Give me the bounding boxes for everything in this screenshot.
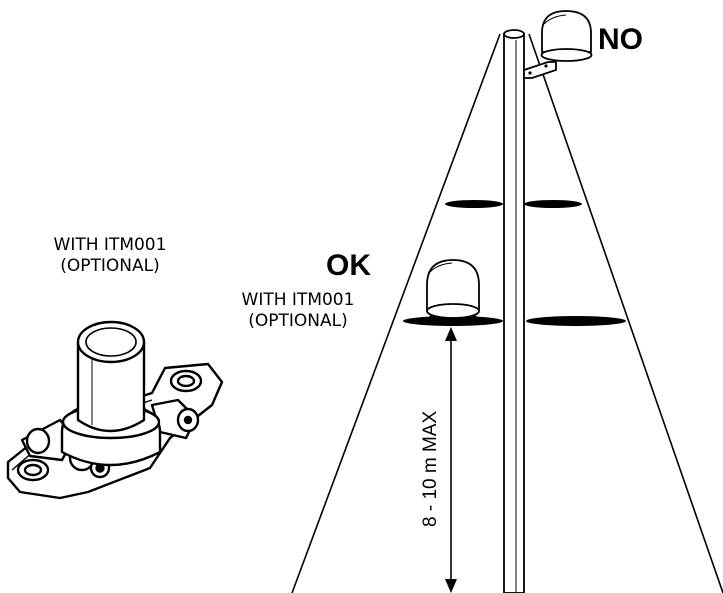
itm001-label-left: WITH ITM001 (OPTIONAL) bbox=[30, 235, 190, 277]
detector-dome-mounted-top-icon bbox=[426, 259, 480, 321]
itm001-mounting-base-icon bbox=[6, 320, 224, 500]
itm001-label-center-line1: WITH ITM001 bbox=[241, 290, 355, 310]
ok-label: OK bbox=[326, 249, 371, 282]
detector-dome-mounted-bracket-icon bbox=[523, 10, 593, 79]
itm001-label-center-line2: (OPTIONAL) bbox=[248, 311, 348, 331]
pole bbox=[503, 29, 525, 593]
no-label: NO bbox=[598, 23, 643, 56]
itm001-label-center: WITH ITM001 (OPTIONAL) bbox=[218, 290, 378, 332]
detection-rings bbox=[403, 200, 626, 326]
itm001-label-left-line1: WITH ITM001 bbox=[53, 235, 167, 255]
detection-cone bbox=[291, 33, 723, 593]
height-arrow-icon bbox=[445, 327, 457, 593]
height-max-label: 8 - 10 m MAX bbox=[420, 410, 441, 527]
itm001-label-left-line2: (OPTIONAL) bbox=[60, 256, 160, 276]
